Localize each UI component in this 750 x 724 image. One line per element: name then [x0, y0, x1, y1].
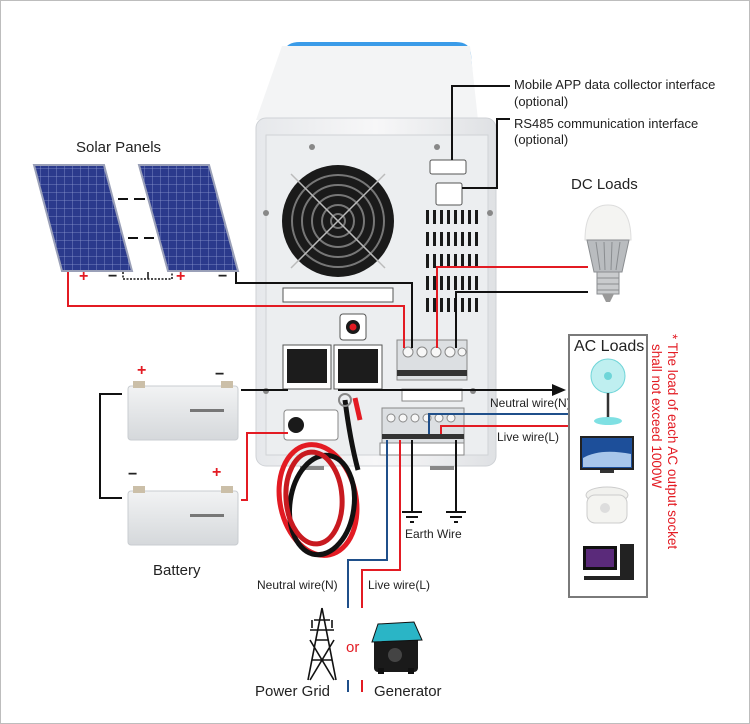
live-wire-input-label: Live wire(L): [368, 578, 431, 592]
warning-label: [282, 287, 394, 303]
neutral-wire-output-label: Neutral wire(N): [490, 396, 571, 410]
ac-live-out-wire: [440, 425, 568, 434]
generator-icon: [371, 621, 423, 674]
ac-neutral-in-wire: [347, 440, 388, 608]
solar-positive-wire: [67, 272, 405, 348]
note-line-1: * The load of each AC output socket: [665, 334, 680, 550]
ground-icon: [446, 511, 466, 523]
light-bulb-icon: [584, 204, 632, 302]
mobile-app-interface-label: Mobile APP data collector interface: [514, 77, 716, 92]
ac-loads-box: [568, 334, 648, 598]
ac-loads-label: AC Loads: [574, 338, 645, 355]
panel2-negative-sign: −: [218, 268, 228, 285]
battery-cables: [276, 397, 363, 558]
rs232-leader-line: [451, 85, 510, 160]
television-icon: [580, 436, 634, 473]
ac-neutral-out-wire: [428, 413, 568, 434]
dc-load-negative-wire: [455, 291, 588, 348]
rs485-port: [435, 182, 463, 206]
battery2-negative-sign: −: [128, 466, 138, 483]
neutral-wire-input-label: Neutral wire(N): [257, 578, 338, 592]
power-grid-label: Power Grid: [255, 683, 331, 700]
cooling-fan: [282, 165, 394, 277]
battery-1: [127, 381, 239, 441]
battery-positive-wire: [241, 432, 288, 501]
panel1-positive-sign: +: [79, 268, 89, 285]
rs485-optional-label: (optional): [514, 132, 569, 147]
battery-2: [127, 486, 239, 546]
battery-series-link: [99, 393, 122, 499]
rice-cooker-icon: [585, 486, 629, 524]
ac-live-in-wire: [361, 440, 401, 608]
solar-panel-1: [32, 164, 134, 272]
ac-load-limit-note: * The load of each AC output socket shal…: [648, 334, 680, 594]
arrow-head-icon: [552, 384, 566, 396]
solar-panel-2: [137, 164, 240, 272]
desktop-computer-icon: [583, 544, 634, 580]
rs232-port: [429, 159, 467, 175]
battery1-positive-sign: +: [137, 362, 147, 379]
battery-label: Battery: [153, 562, 201, 579]
or-label: or: [346, 639, 360, 656]
vent-slots: [426, 210, 478, 312]
panel2-positive-sign: +: [176, 268, 186, 285]
solar-panels-label: Solar Panels: [76, 139, 162, 156]
panel-connection-dashes: [118, 198, 154, 239]
battery1-negative-sign: −: [215, 366, 225, 383]
mobile-app-optional-label: (optional): [514, 94, 569, 109]
ground-icon: [402, 511, 422, 523]
power-grid-tower-icon: [307, 607, 337, 681]
note-line-2: shall not exceed 1000W: [649, 344, 664, 489]
live-wire-output-label: Live wire(L): [497, 430, 560, 444]
solar-negative-wire: [235, 272, 413, 348]
dc-loads-label: DC Loads: [571, 176, 638, 193]
battery2-positive-sign: +: [212, 464, 222, 481]
generator-label: Generator: [374, 683, 442, 700]
earth-wire-label: Earth Wire: [405, 527, 462, 541]
inverter-unit: [255, 42, 497, 470]
rs485-leader-line: [462, 118, 510, 189]
dc-load-positive-wire: [436, 266, 588, 348]
panel1-negative-sign: −: [108, 268, 118, 285]
rs485-interface-label: RS485 communication interface: [514, 116, 699, 131]
wires: [67, 85, 588, 692]
fan-icon: [590, 358, 626, 425]
